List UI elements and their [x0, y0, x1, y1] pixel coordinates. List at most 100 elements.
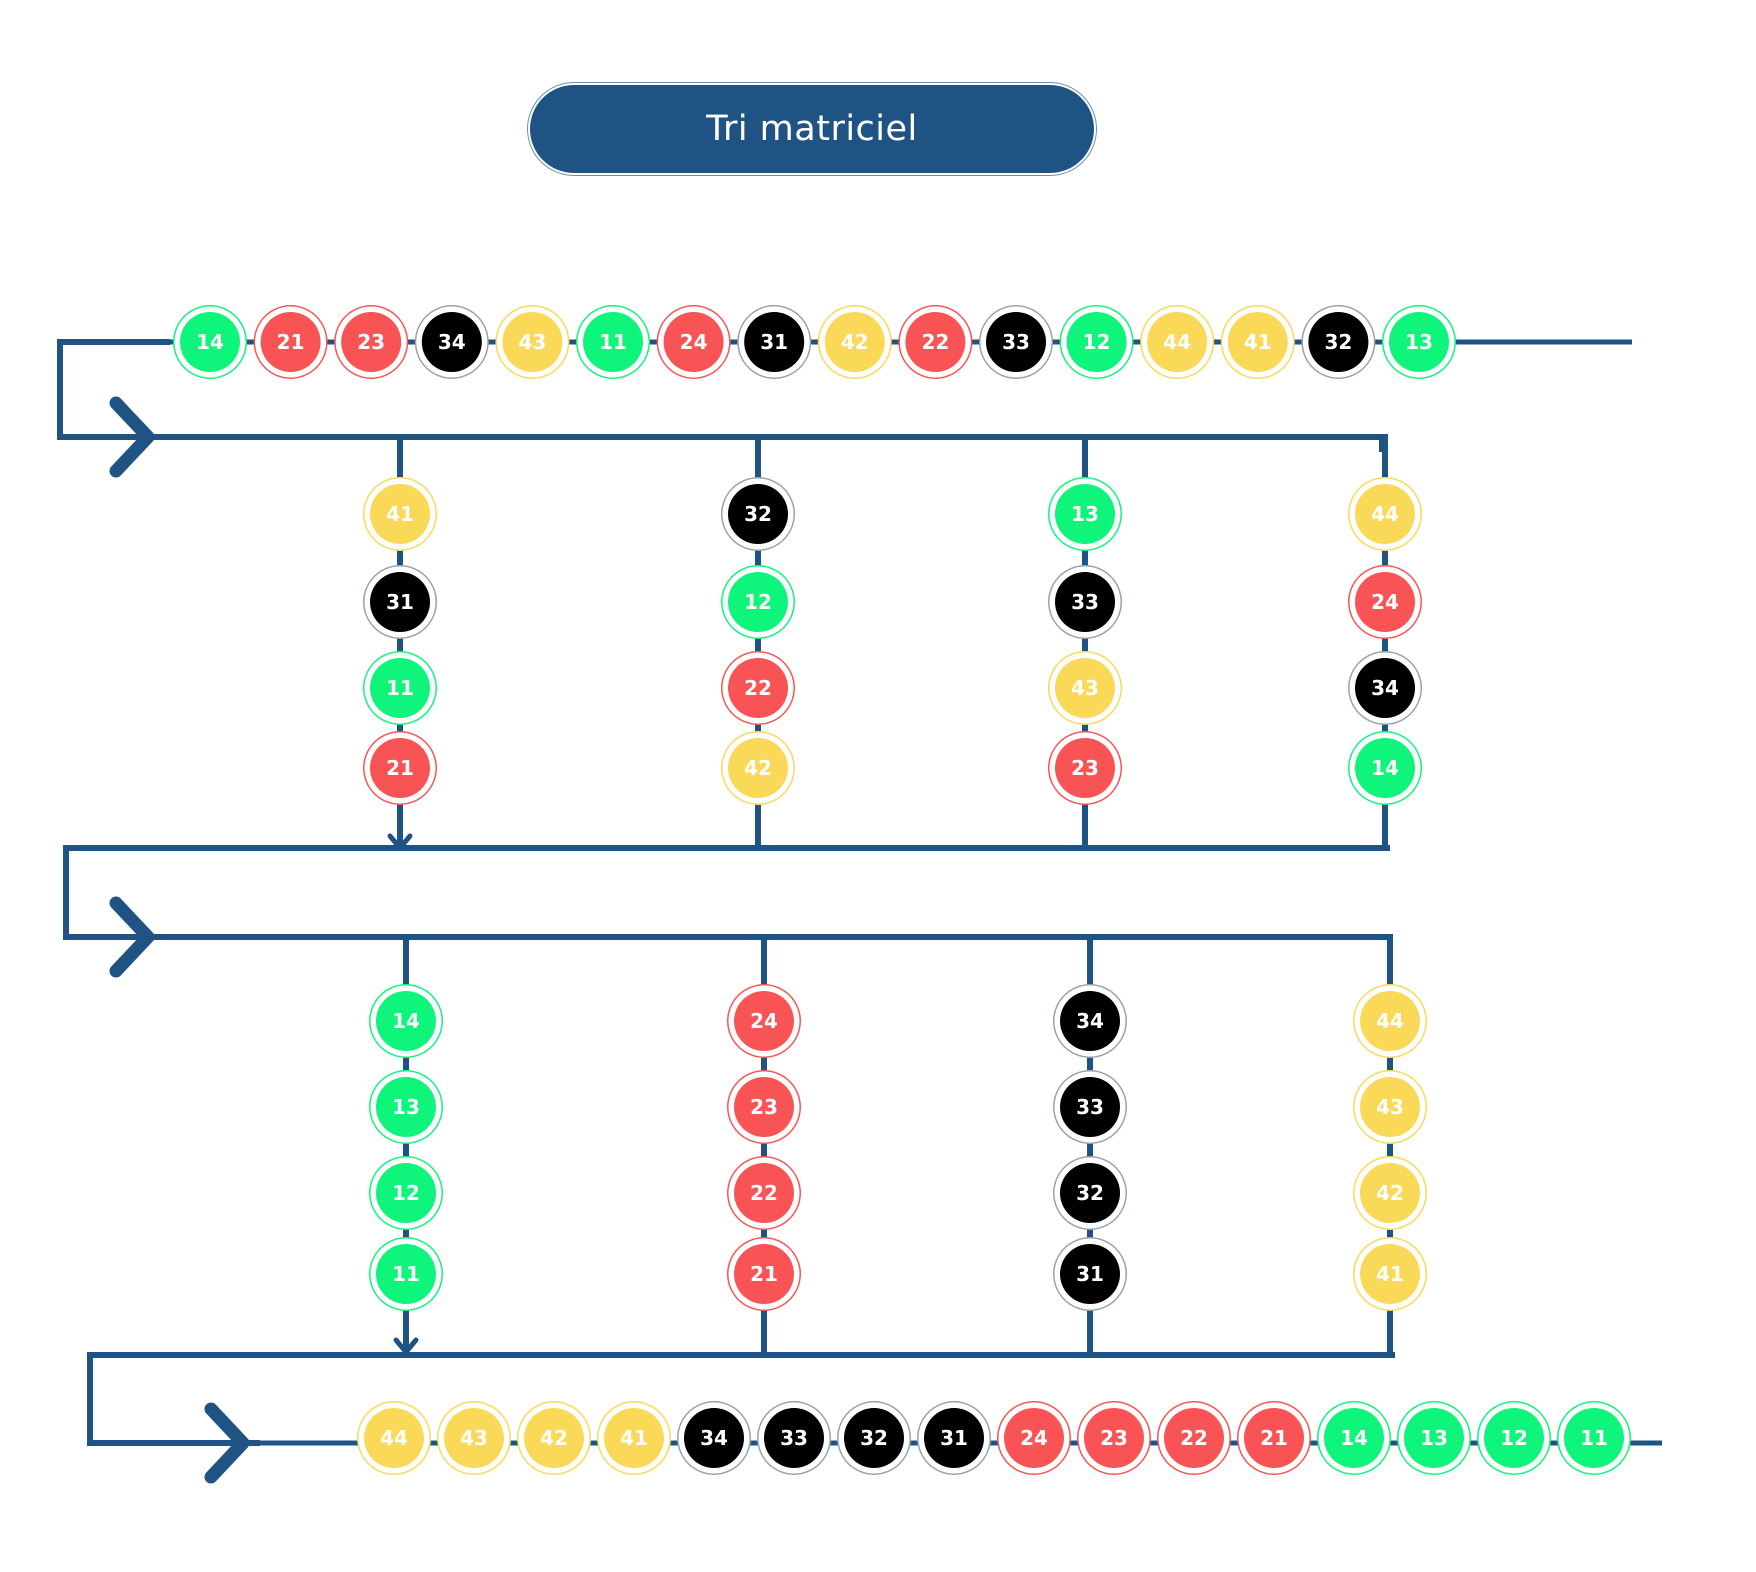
pass2-ball-34: 34: [1053, 984, 1127, 1058]
initial-ball-23-label: 23: [357, 330, 385, 354]
final-ball-22-fill: [1164, 1408, 1224, 1468]
initial-ball-33-fill: [986, 312, 1046, 372]
initial-ball-11-label: 11: [599, 330, 627, 354]
pass2-ball-12: 12: [369, 1156, 443, 1230]
pass2-ball-23-label: 23: [750, 1095, 778, 1119]
final-ball-34-label: 34: [700, 1426, 728, 1450]
pass2-ball-11-fill: [376, 1244, 436, 1304]
initial-ball-43-fill: [502, 312, 563, 372]
final-ball-32-fill: [844, 1408, 904, 1468]
initial-ball-34-label: 34: [438, 330, 466, 354]
initial-ball-41-fill: [1227, 312, 1288, 372]
pass1-ball-22: 22: [721, 651, 795, 725]
final-ball-43-label: 43: [460, 1426, 488, 1450]
pass2-ball-33-label: 33: [1076, 1095, 1104, 1119]
diagram-title: Tri matriciel: [706, 109, 918, 149]
pass1-ball-22-fill: [728, 658, 788, 718]
final-ball-42-fill: [524, 1408, 584, 1468]
pass2-ball-43: 43: [1353, 1070, 1427, 1144]
initial-ball-23-fill: [341, 312, 402, 372]
pass2-ball-44-fill: [1360, 991, 1420, 1051]
pass2-ball-12-fill: [376, 1163, 436, 1223]
final-ball-21: 21: [1237, 1401, 1311, 1475]
final-ball-31: 31: [917, 1401, 991, 1475]
final-ball-32: 32: [837, 1401, 911, 1475]
final-ball-33-label: 33: [780, 1426, 808, 1450]
initial-ball-32-label: 32: [1324, 330, 1352, 354]
final-ball-12: 12: [1477, 1401, 1551, 1475]
final-ball-43-fill: [444, 1408, 504, 1468]
initial-ball-33: 33: [979, 305, 1053, 379]
pass2-ball-43-label: 43: [1376, 1095, 1404, 1119]
pass2-ball-24-label: 24: [750, 1009, 778, 1033]
pass2-ball-32-fill: [1060, 1163, 1120, 1223]
initial-ball-31: 31: [737, 305, 812, 379]
pass1-ball-12: 12: [721, 565, 795, 639]
pass1-ball-34: 34: [1348, 651, 1422, 725]
pass2-ball-32-label: 32: [1076, 1181, 1104, 1205]
pass2-ball-33: 33: [1053, 1070, 1127, 1144]
initial-ball-14-label: 14: [196, 330, 224, 354]
final-ball-24: 24: [997, 1401, 1071, 1475]
final-ball-34-fill: [684, 1408, 744, 1468]
initial-ball-21-label: 21: [277, 330, 305, 354]
pass1-ball-44-label: 44: [1371, 502, 1399, 526]
arrow-into-pass-2: [109, 896, 155, 978]
pass2-ball-31-fill: [1060, 1244, 1120, 1304]
final-ball-44: 44: [357, 1401, 431, 1475]
pass1-ball-23-label: 23: [1071, 756, 1099, 780]
final-ball-12-label: 12: [1500, 1426, 1528, 1450]
final-ball-44-fill: [364, 1408, 424, 1468]
pass1-ball-31-label: 31: [386, 590, 414, 614]
initial-ball-24: 24: [656, 305, 731, 379]
pass1-ball-24-label: 24: [1371, 590, 1399, 614]
pass2-ball-13-fill: [376, 1077, 436, 1137]
pass2-ball-23: 23: [727, 1070, 801, 1144]
pass1-ball-11: 11: [363, 651, 437, 725]
loop-line-2: [63, 845, 1390, 940]
pass2-ball-14: 14: [369, 984, 443, 1058]
pass1-ball-14-fill: [1355, 738, 1415, 798]
initial-ball-11: 11: [576, 305, 650, 379]
initial-ball-21-fill: [260, 312, 321, 372]
pass2-ball-23-fill: [734, 1077, 794, 1137]
pass2-ball-44-label: 44: [1376, 1009, 1404, 1033]
initial-ball-31-fill: [744, 312, 805, 372]
initial-ball-14: 14: [173, 305, 247, 379]
pass1-ball-12-label: 12: [744, 590, 772, 614]
final-ball-14: 14: [1317, 1401, 1391, 1475]
pass2-ball-42: 42: [1353, 1156, 1427, 1230]
pass1-ball-33: 33: [1048, 565, 1122, 639]
initial-ball-43-label: 43: [518, 330, 546, 354]
initial-ball-34: 34: [414, 305, 489, 379]
initial-ball-44: 44: [1140, 305, 1215, 379]
pass1-ball-14-label: 14: [1371, 756, 1399, 780]
pass1-ball-13-fill: [1055, 484, 1115, 544]
pass2-ball-11-label: 11: [392, 1262, 420, 1286]
pass1-ball-42-label: 42: [744, 756, 772, 780]
arrow-into-pass-1: [109, 396, 155, 478]
final-ball-34: 34: [677, 1401, 751, 1475]
pass2-ball-21-label: 21: [750, 1262, 778, 1286]
pass1-ball-21: 21: [363, 731, 437, 805]
final-ball-43: 43: [437, 1401, 511, 1475]
pass1-ball-43: 43: [1048, 651, 1122, 725]
pass1-ball-41: 41: [363, 477, 437, 551]
final-ball-13-label: 13: [1420, 1426, 1448, 1450]
pass1-ball-21-label: 21: [386, 756, 414, 780]
pass2-ball-14-fill: [376, 991, 436, 1051]
pass1-ball-31-fill: [370, 572, 430, 632]
final-ball-21-fill: [1244, 1408, 1304, 1468]
pass1-ball-33-fill: [1055, 572, 1115, 632]
pass2-ball-13: 13: [369, 1070, 443, 1144]
initial-ball-22: 22: [898, 305, 973, 379]
pass1-ball-44: 44: [1348, 477, 1422, 551]
pass1-ball-32-fill: [728, 484, 788, 544]
pass2-ball-34-fill: [1060, 991, 1120, 1051]
initial-ball-24-label: 24: [680, 330, 708, 354]
final-ball-33: 33: [757, 1401, 831, 1475]
pass1-ball-42-fill: [728, 738, 788, 798]
